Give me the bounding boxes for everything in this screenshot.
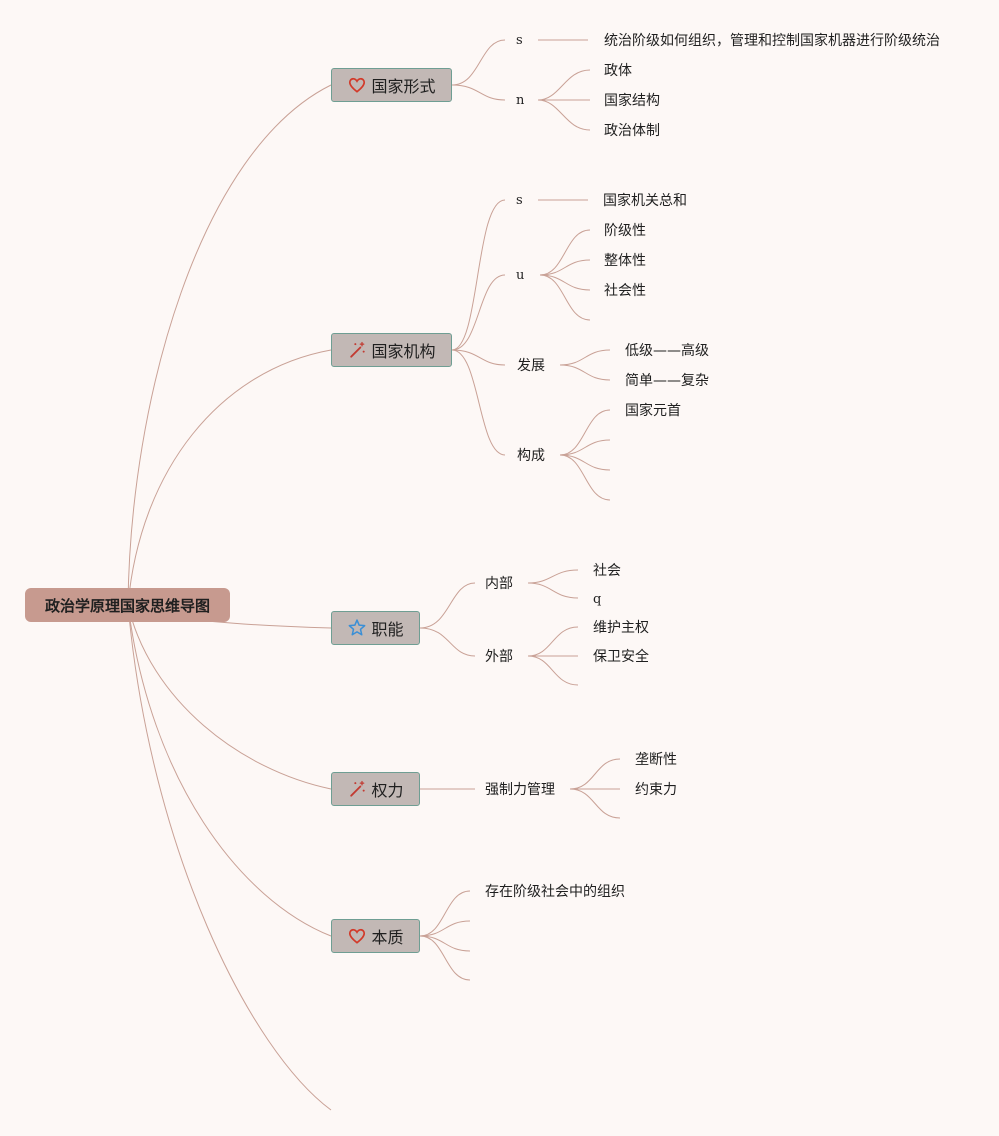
- topic-state-organ[interactable]: 国家机构: [331, 333, 452, 367]
- subtopic-u[interactable]: u: [516, 268, 525, 283]
- connector: [419, 935, 471, 981]
- connector: [451, 349, 506, 366]
- leaf-node[interactable]: 国家元首: [625, 403, 681, 419]
- topic-label: 本质: [371, 928, 404, 947]
- leaf-node[interactable]: 社会: [593, 563, 621, 579]
- subtopic-development[interactable]: 发展: [517, 358, 545, 374]
- connector: [559, 439, 611, 456]
- magic-wand-icon: [347, 340, 367, 360]
- connector: [539, 229, 591, 276]
- leaf-node[interactable]: 存在阶级社会中的组织: [485, 884, 625, 900]
- connector: [419, 582, 476, 629]
- subtopic-coercive-management[interactable]: 强制力管理: [485, 782, 555, 798]
- heart-icon: [347, 75, 367, 95]
- connector: [527, 626, 579, 657]
- connector: [527, 582, 579, 599]
- leaf-node[interactable]: 统治阶级如何组织，管理和控制国家机器进行阶级统治: [604, 33, 940, 49]
- connector: [559, 454, 611, 501]
- root-node[interactable]: 政治学原理国家思维导图: [25, 588, 230, 622]
- leaf-node[interactable]: 低级——高级: [625, 343, 709, 359]
- star-icon: [347, 618, 367, 638]
- connector: [127, 349, 332, 606]
- connector: [127, 604, 332, 1111]
- topic-essence[interactable]: 本质: [331, 919, 420, 953]
- connector: [451, 84, 506, 101]
- connector: [419, 890, 471, 937]
- leaf-node[interactable]: 维护主权: [593, 620, 649, 636]
- connector: [451, 199, 506, 351]
- connector: [559, 409, 611, 456]
- connector: [451, 39, 506, 86]
- connector: [527, 569, 579, 584]
- subtopic-internal[interactable]: 内部: [485, 576, 513, 592]
- connector: [569, 758, 621, 790]
- leaf-node[interactable]: 政体: [604, 63, 632, 79]
- connector: [569, 788, 621, 819]
- topic-label: 国家形式: [371, 77, 436, 96]
- root-label: 政治学原理国家思维导图: [44, 596, 210, 615]
- connector: [419, 627, 476, 657]
- topic-state-form[interactable]: 国家形式: [331, 68, 452, 102]
- connector: [127, 84, 332, 606]
- connector: [537, 99, 591, 131]
- subtopic-s[interactable]: s: [516, 193, 523, 208]
- topic-label: 国家机构: [371, 342, 436, 361]
- magic-wand-icon: [347, 779, 367, 799]
- leaf-node[interactable]: 国家机关总和: [603, 193, 687, 209]
- leaf-node[interactable]: 约束力: [635, 782, 677, 798]
- subtopic-s[interactable]: s: [516, 33, 523, 48]
- topic-power[interactable]: 权力: [331, 772, 420, 806]
- connector: [559, 349, 611, 366]
- subtopic-composition[interactable]: 构成: [517, 448, 545, 464]
- connector: [559, 364, 611, 381]
- subtopic-external[interactable]: 外部: [485, 649, 513, 665]
- connector: [419, 935, 471, 952]
- leaf-node[interactable]: q: [593, 592, 602, 607]
- connector: [539, 274, 591, 291]
- leaf-node[interactable]: 垄断性: [635, 752, 677, 768]
- connector: [537, 69, 591, 101]
- leaf-node[interactable]: 阶级性: [604, 223, 646, 239]
- connector: [451, 274, 506, 351]
- connector: [127, 604, 332, 937]
- topic-function[interactable]: 职能: [331, 611, 420, 645]
- connector: [539, 259, 591, 276]
- connector: [419, 920, 471, 937]
- connector: [539, 274, 591, 321]
- connector: [127, 604, 332, 790]
- subtopic-n[interactable]: n: [516, 93, 525, 108]
- leaf-node[interactable]: 社会性: [604, 283, 646, 299]
- leaf-node[interactable]: 整体性: [604, 253, 646, 269]
- leaf-node[interactable]: 简单——复杂: [625, 373, 709, 389]
- connector: [451, 349, 506, 456]
- heart-icon: [347, 926, 367, 946]
- connector: [559, 454, 611, 471]
- topic-label: 职能: [371, 620, 404, 639]
- connector: [527, 655, 579, 686]
- leaf-node[interactable]: 国家结构: [604, 93, 660, 109]
- topic-label: 权力: [371, 781, 404, 800]
- leaf-node[interactable]: 政治体制: [604, 123, 660, 139]
- leaf-node[interactable]: 保卫安全: [593, 649, 649, 665]
